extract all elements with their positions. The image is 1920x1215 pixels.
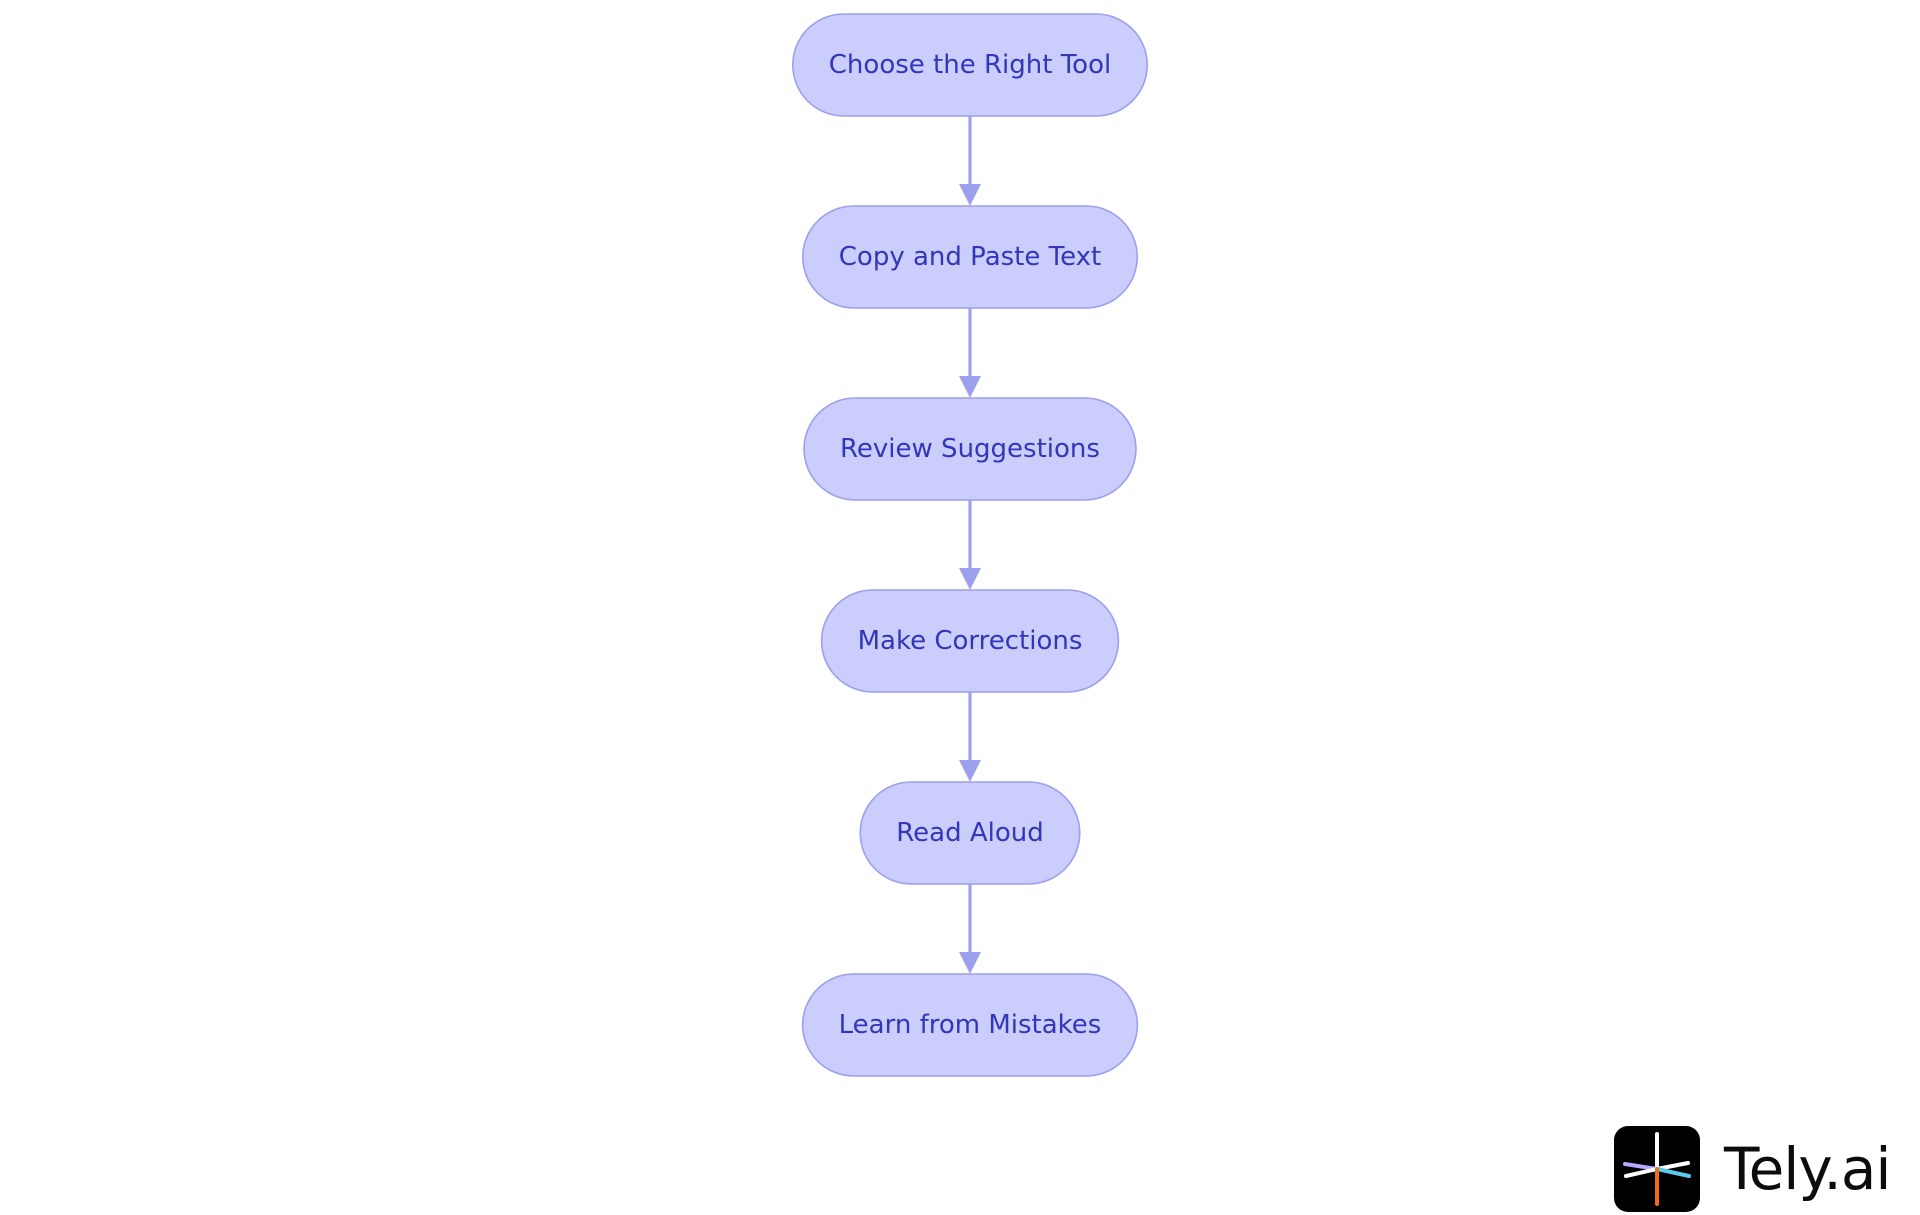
brand-logo: Tely.ai bbox=[1614, 1126, 1892, 1212]
flow-edge-arrowhead bbox=[959, 376, 981, 398]
flow-node-review: Review Suggestions bbox=[803, 397, 1137, 501]
edges-layer bbox=[959, 116, 981, 974]
flow-node-label: Review Suggestions bbox=[840, 434, 1100, 464]
flow-node-shape bbox=[801, 973, 1139, 1077]
flow-node-corrections: Make Corrections bbox=[820, 589, 1120, 693]
flow-edge-arrowhead bbox=[959, 952, 981, 974]
tely-asterisk-logo-icon bbox=[1614, 1126, 1700, 1212]
flow-edge-review-to-corrections bbox=[959, 500, 981, 590]
flow-edge-copy-paste-to-review bbox=[959, 308, 981, 398]
flow-edge-corrections-to-read-aloud bbox=[959, 692, 981, 782]
flow-node-shape bbox=[801, 205, 1139, 309]
flow-node-shape bbox=[803, 397, 1137, 501]
flow-edge-arrowhead bbox=[959, 184, 981, 206]
brand-name: Tely.ai bbox=[1724, 1135, 1892, 1203]
flow-edge-read-aloud-to-learn bbox=[959, 884, 981, 974]
flow-node-label: Learn from Mistakes bbox=[839, 1010, 1102, 1040]
flow-node-label: Read Aloud bbox=[896, 818, 1044, 848]
flow-node-learn: Learn from Mistakes bbox=[801, 973, 1139, 1077]
flow-node-shape bbox=[859, 781, 1081, 885]
flow-node-copy-paste: Copy and Paste Text bbox=[801, 205, 1139, 309]
flow-node-label: Copy and Paste Text bbox=[839, 242, 1101, 272]
flow-node-read-aloud: Read Aloud bbox=[859, 781, 1081, 885]
flow-node-shape bbox=[791, 13, 1149, 117]
flow-node-label: Choose the Right Tool bbox=[829, 50, 1111, 80]
flow-edge-choose-tool-to-copy-paste bbox=[959, 116, 981, 206]
flow-node-shape bbox=[820, 589, 1120, 693]
flow-node-label: Make Corrections bbox=[858, 626, 1083, 656]
flow-node-choose-tool: Choose the Right Tool bbox=[791, 13, 1149, 117]
flow-edge-arrowhead bbox=[959, 568, 981, 590]
flow-edge-arrowhead bbox=[959, 760, 981, 782]
